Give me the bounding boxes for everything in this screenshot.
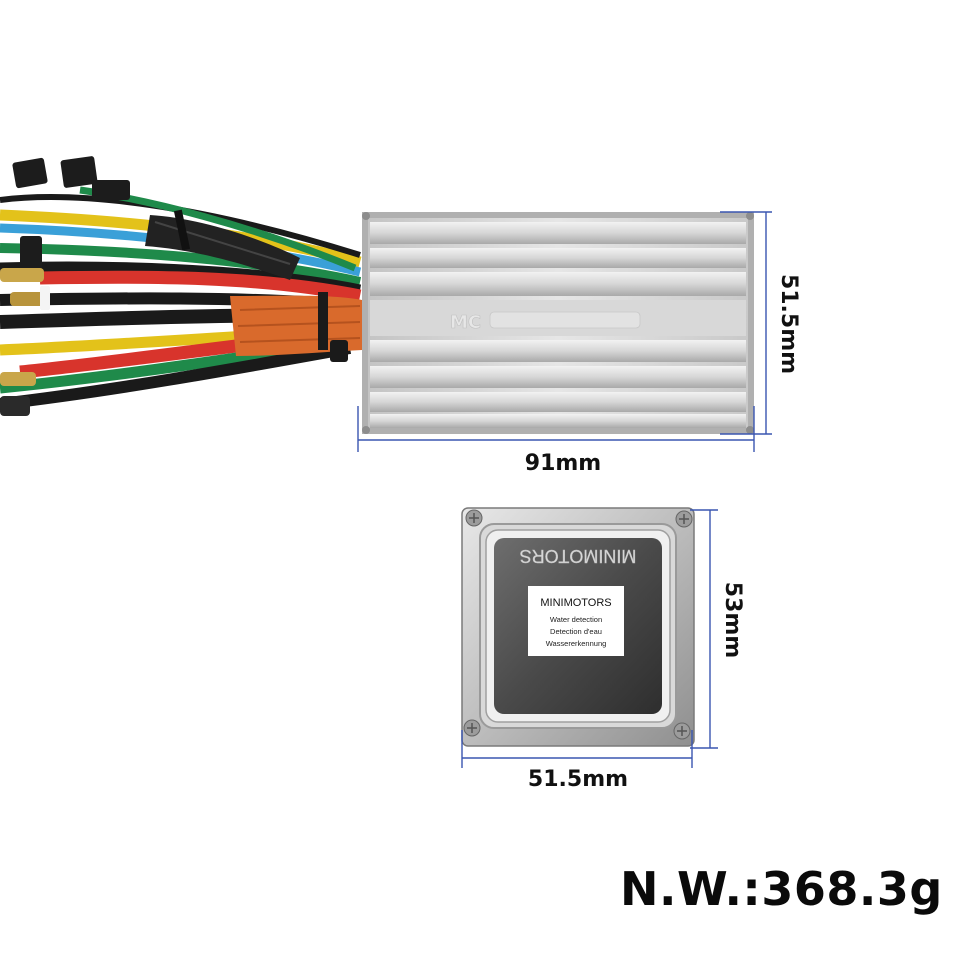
screw-icon bbox=[465, 509, 483, 527]
screw-icon bbox=[673, 722, 691, 740]
top-width-dimension bbox=[357, 406, 755, 452]
embossed-logo: MC bbox=[450, 311, 641, 333]
sticker-brand: MINIMOTORS bbox=[540, 597, 611, 609]
water-detection-sticker bbox=[528, 586, 624, 656]
top-height-label: 51.5mm bbox=[776, 274, 801, 374]
wire-harness bbox=[0, 156, 362, 416]
top-height-dimension bbox=[720, 211, 772, 435]
bottom-width-label: 51.5mm bbox=[528, 767, 628, 792]
sticker-line-2: Detection d'eau bbox=[550, 627, 602, 636]
sticker-line-3: Wassererkennung bbox=[546, 639, 607, 648]
top-width-label: 91mm bbox=[525, 451, 601, 476]
bottom-height-dimension bbox=[690, 509, 718, 749]
screw-icon bbox=[675, 510, 693, 528]
sticker-line-1: Water detection bbox=[550, 615, 602, 624]
bottom-height-label: 53mm bbox=[720, 582, 745, 658]
controller-top-view: MC bbox=[362, 212, 754, 434]
screw-icon bbox=[463, 719, 481, 737]
controller-bottom-view: MINIMOTORS MINIMOTORS Water detection De… bbox=[461, 507, 695, 747]
embossed-brand: MINIMOTORS bbox=[520, 546, 637, 566]
bottom-width-dimension bbox=[461, 730, 693, 768]
svg-text:MC: MC bbox=[450, 312, 481, 333]
net-weight-label: N.W.:368.3g bbox=[620, 862, 943, 916]
